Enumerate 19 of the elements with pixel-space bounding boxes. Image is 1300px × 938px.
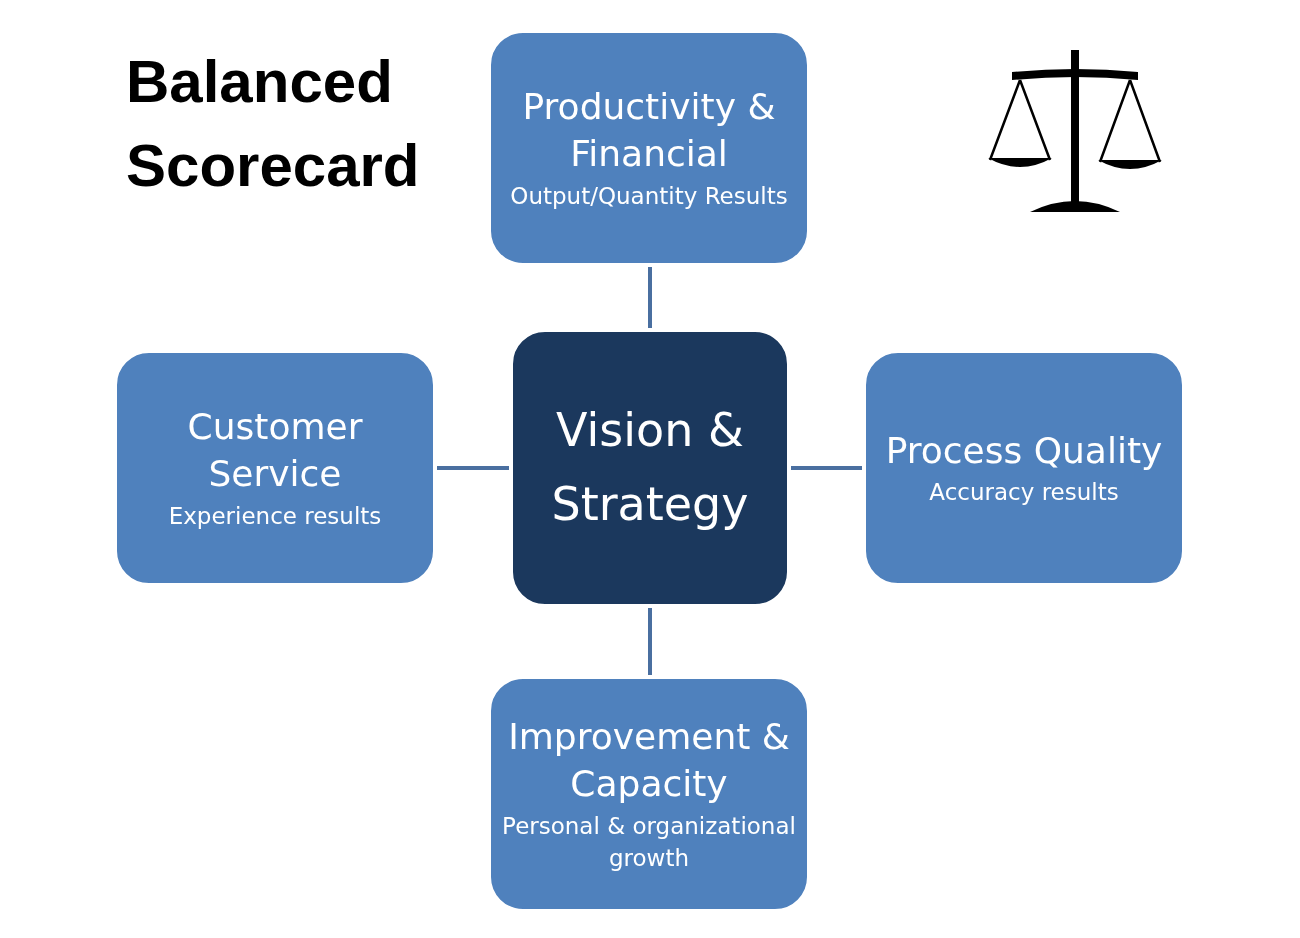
center-box bbox=[511, 330, 789, 606]
box-description: Accuracy results bbox=[929, 478, 1119, 508]
box-heading: Customer Service bbox=[186, 405, 364, 496]
box-heading: Improvement & Capacity bbox=[507, 715, 791, 806]
perspective-box bbox=[489, 677, 809, 911]
connector-line bbox=[648, 267, 652, 328]
box-heading: Process Quality bbox=[885, 428, 1163, 473]
box-heading: Vision & Strategy bbox=[550, 402, 750, 533]
box-description: Experience results bbox=[168, 501, 382, 531]
perspective-box bbox=[489, 31, 809, 265]
connector-line bbox=[791, 466, 862, 470]
connector-line bbox=[437, 466, 509, 470]
title: Balanced Scorecard bbox=[126, 47, 421, 201]
box-heading: Productivity & Financial bbox=[521, 85, 777, 176]
connector-line bbox=[648, 608, 652, 675]
box-description: Output/Quantity Results bbox=[510, 181, 788, 211]
perspective-box bbox=[115, 351, 435, 585]
box-description: Personal & organizational growth bbox=[501, 811, 797, 873]
perspective-box bbox=[864, 351, 1184, 585]
